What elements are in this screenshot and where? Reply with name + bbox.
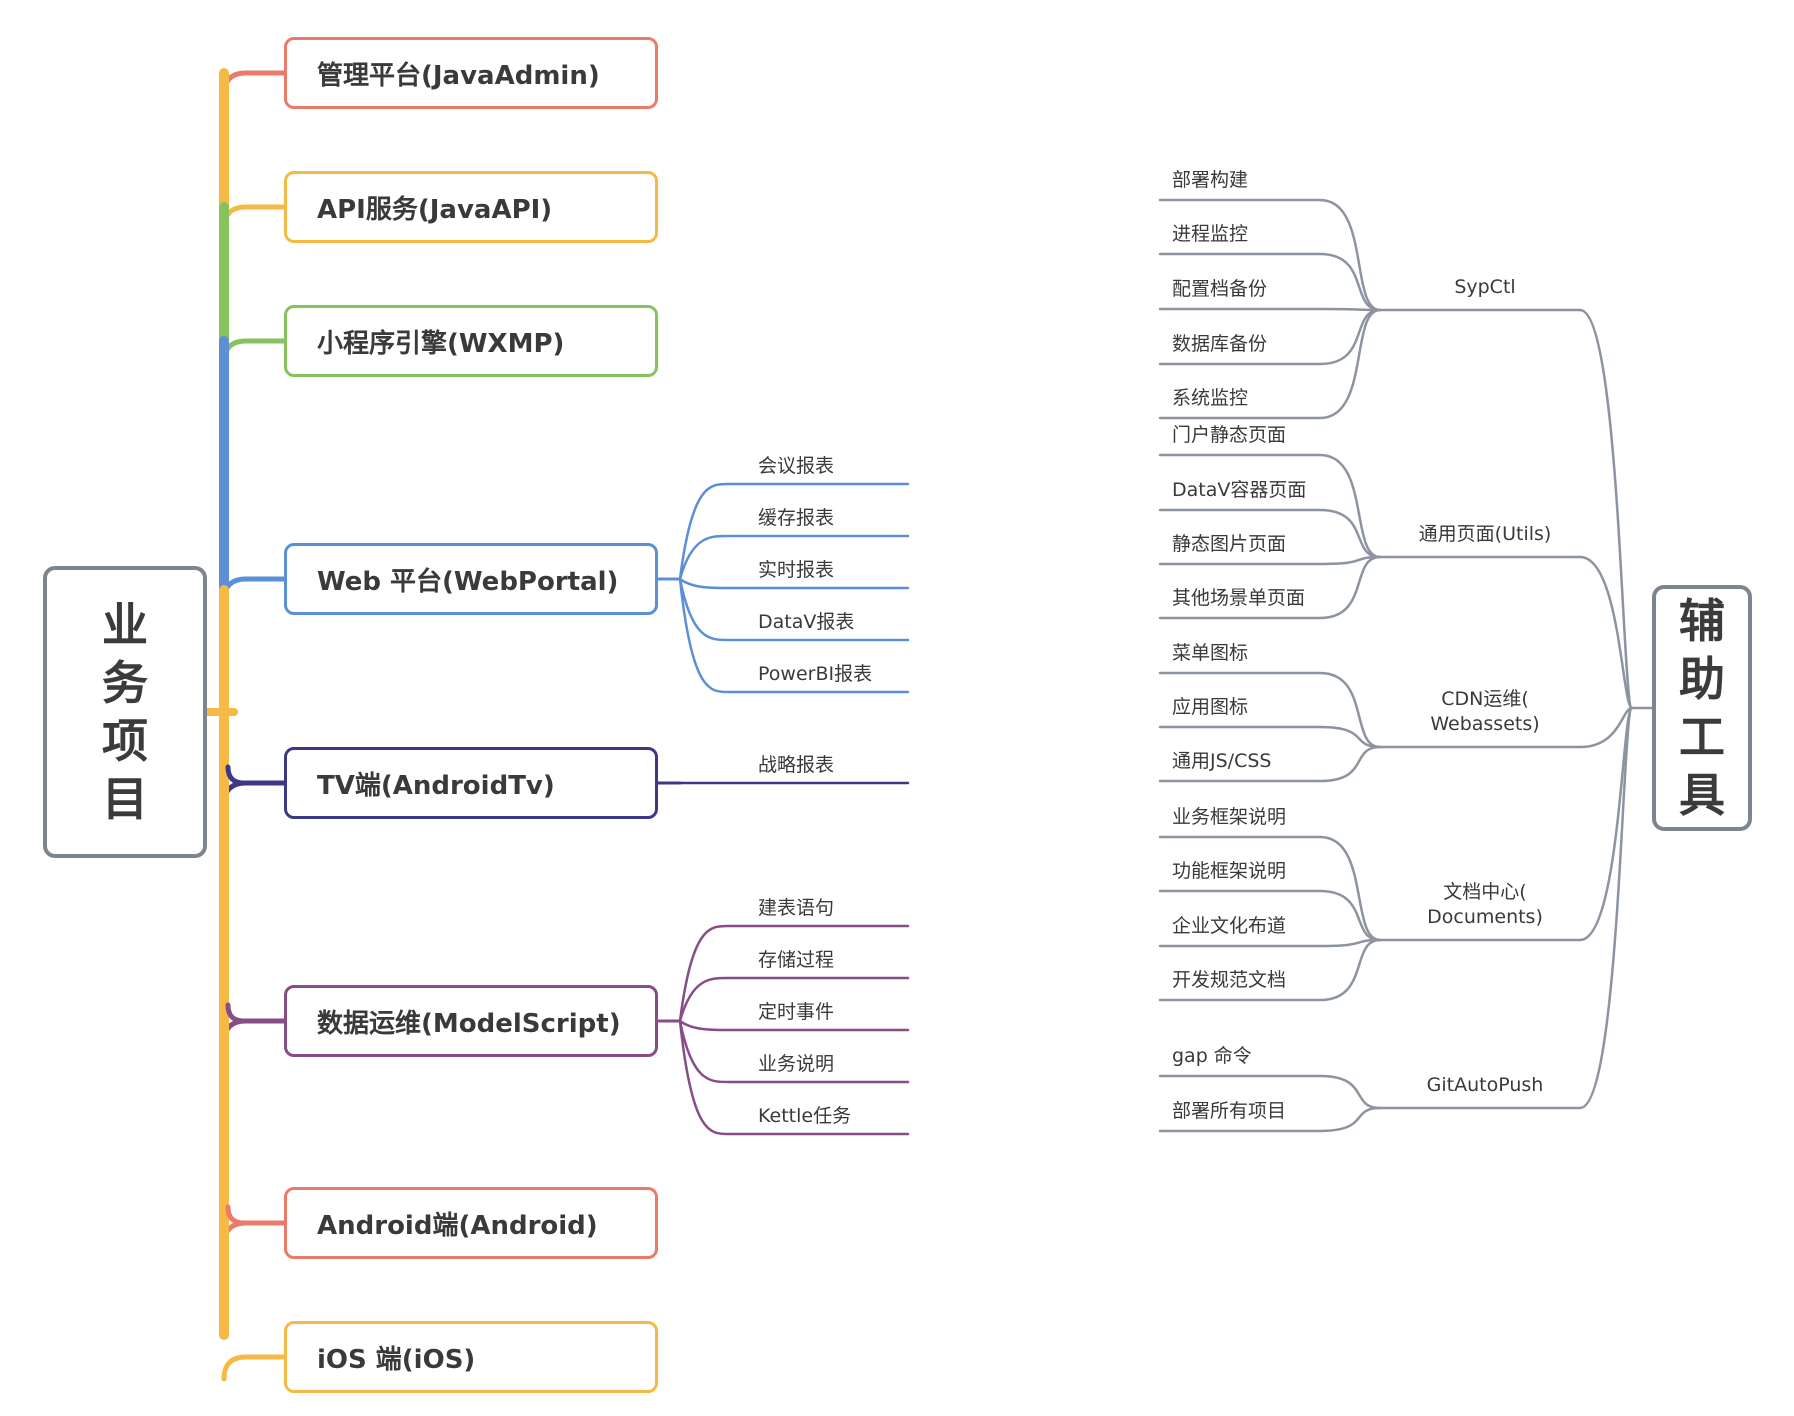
project-node-0[interactable]: 管理平台(JavaAdmin) [284,37,658,109]
tool-leaf-2-1[interactable]: 应用图标 [1172,696,1249,718]
root-node-business-projects[interactable]: 业务项目 [43,566,207,858]
branch-stub-6 [225,1204,287,1226]
project-node-1[interactable]: API服务(JavaAPI) [284,171,658,243]
tool-leaf-line-0-1 [1158,252,1382,312]
tool-leaf-line-3-2 [1158,938,1382,948]
tool-connector-4 [1578,706,1634,1110]
project-node-2[interactable]: 小程序引擎(WXMP) [284,305,658,377]
tool-leaf-line-4-1 [1158,1106,1382,1133]
tool-leaf-line-2-2 [1158,745,1382,783]
leaf-line-5-1 [678,976,910,1023]
leaf-line-3-2 [678,577,910,590]
leaf-line-5-0 [678,924,910,1023]
branch-line-project-6 [221,1220,287,1248]
root-label: 辅助工具 [1679,594,1725,822]
branch-stub-4 [225,764,287,786]
tool-leaf-line-0-3 [1158,308,1382,366]
tool-leaf-line-0-2 [1158,307,1382,312]
tool-leaf-3-1[interactable]: 功能框架说明 [1172,860,1287,882]
tool-leaf-line-4-0 [1158,1074,1382,1110]
tool-leaf-0-1[interactable]: 进程监控 [1172,223,1249,245]
leaf-line-3-0 [678,482,910,581]
leaf-line-3-3 [678,577,910,642]
root-label: 业务项目 [102,598,148,826]
leaf-3-4[interactable]: PowerBI报表 [758,663,873,685]
tool-connector-0 [1578,308,1634,710]
leaf-3-1[interactable]: 缓存报表 [758,507,835,529]
leaf-3-2[interactable]: 实时报表 [758,559,835,581]
leaf-3-0[interactable]: 会议报表 [758,455,835,477]
tool-leaf-line-1-2 [1158,555,1382,566]
tool-leaf-3-3[interactable]: 开发规范文档 [1172,969,1287,991]
branch-line-project-4 [221,780,287,808]
tool-leaf-4-0[interactable]: gap 命令 [1172,1045,1252,1067]
leaf-5-1[interactable]: 存储过程 [758,949,835,971]
tool-leaf-1-2[interactable]: 静态图片页面 [1172,533,1287,555]
tool-leaf-line-3-0 [1158,835,1382,942]
tool-node-2[interactable]: CDN运维( Webassets) [1430,688,1540,735]
project-node-4[interactable]: TV端(AndroidTv) [284,747,658,819]
tool-leaf-0-4[interactable]: 系统监控 [1172,387,1249,409]
branch-line-project-2 [221,338,287,366]
leaf-line-5-2 [678,1019,910,1032]
tool-leaf-1-3[interactable]: 其他场景单页面 [1172,587,1306,609]
tool-leaf-0-3[interactable]: 数据库备份 [1172,333,1268,355]
tool-leaf-line-0-4 [1158,308,1382,420]
leaf-4-0[interactable]: 战略报表 [758,754,835,776]
tool-connector-3 [1578,706,1634,942]
tool-leaf-2-0[interactable]: 菜单图标 [1172,642,1249,664]
tool-leaf-line-2-0 [1158,671,1382,749]
tool-leaf-line-3-1 [1158,889,1382,942]
tool-connector-2 [1578,706,1634,749]
tool-leaf-line-1-3 [1158,555,1382,620]
project-node-7[interactable]: iOS 端(iOS) [284,1321,658,1393]
tool-leaf-3-0[interactable]: 业务框架说明 [1172,806,1287,828]
project-node-5[interactable]: 数据运维(ModelScript) [284,985,658,1057]
leaf-line-5-3 [678,1019,910,1084]
branch-line-project-5 [221,1018,287,1046]
leaf-5-3[interactable]: 业务说明 [758,1053,835,1075]
tool-leaf-0-2[interactable]: 配置档备份 [1172,278,1268,300]
tool-leaf-3-2[interactable]: 企业文化布道 [1172,915,1287,937]
project-node-6[interactable]: Android端(Android) [284,1187,658,1259]
tool-node-0[interactable]: SypCtl [1454,276,1516,298]
tool-leaf-2-2[interactable]: 通用JS/CSS [1172,750,1272,772]
project-node-3[interactable]: Web 平台(WebPortal) [284,543,658,615]
tool-leaf-1-1[interactable]: DataV容器页面 [1172,479,1307,501]
leaf-5-4[interactable]: Kettle任务 [758,1105,852,1127]
branch-line-project-7 [221,1354,287,1382]
tool-leaf-1-0[interactable]: 门户静态页面 [1172,424,1287,446]
tool-connector-1 [1578,555,1634,710]
branch-line-project-3 [221,576,287,604]
tool-node-3[interactable]: 文档中心( Documents) [1427,881,1543,928]
tool-leaf-line-3-3 [1158,938,1382,1002]
tool-node-4[interactable]: GitAutoPush [1426,1074,1544,1096]
tool-node-1[interactable]: 通用页面(Utils) [1418,523,1552,545]
leaf-5-2[interactable]: 定时事件 [758,1001,835,1023]
tool-leaf-line-1-1 [1158,508,1382,559]
tool-leaf-line-2-1 [1158,725,1382,749]
leaf-line-5-4 [678,1019,910,1136]
branch-line-project-0 [221,70,287,98]
leaf-line-3-1 [678,534,910,581]
tool-leaf-0-0[interactable]: 部署构建 [1172,169,1249,191]
tool-leaf-line-0-0 [1158,198,1382,312]
tool-leaf-line-1-0 [1158,453,1382,559]
leaf-5-0[interactable]: 建表语句 [758,897,835,919]
leaf-3-3[interactable]: DataV报表 [758,611,855,633]
branch-line-project-1 [221,204,287,232]
leaf-line-3-4 [678,577,910,694]
root-node-auxiliary-tools[interactable]: 辅助工具 [1652,585,1752,831]
tool-leaf-4-1[interactable]: 部署所有项目 [1172,1100,1287,1122]
branch-stub-5 [225,1002,287,1024]
